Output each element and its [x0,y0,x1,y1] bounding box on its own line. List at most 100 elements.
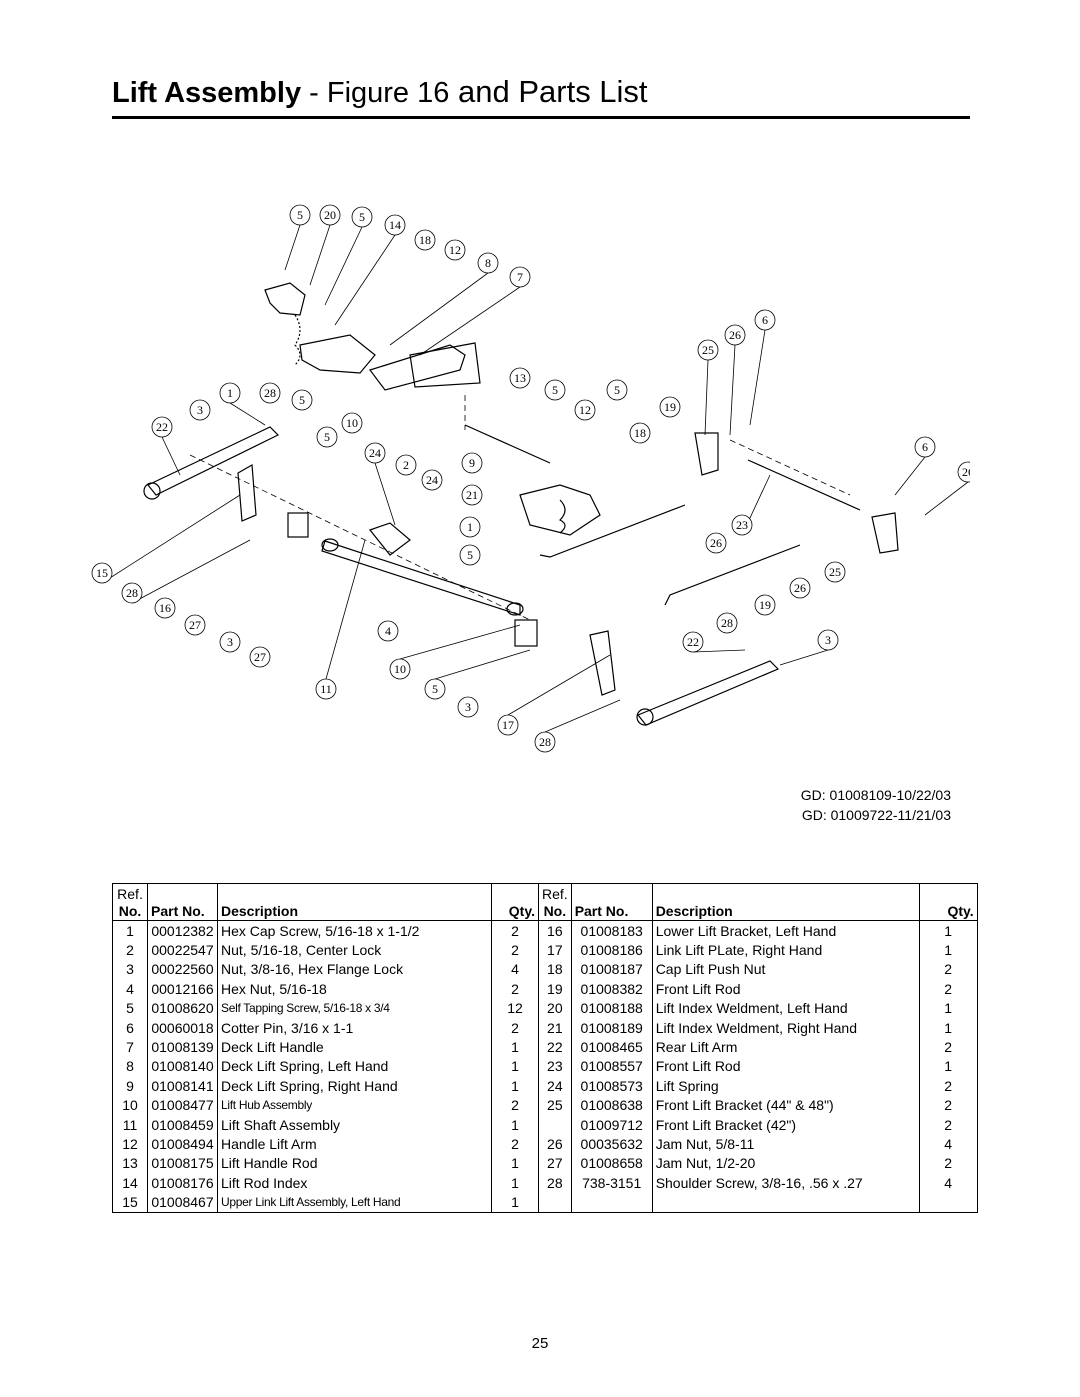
callout-4: 4 [377,620,399,642]
svg-text:12: 12 [579,403,591,417]
part-description: Deck Lift Handle [217,1037,492,1057]
lift-handle-rod [464,424,551,464]
part-ref: 24 [538,1076,572,1096]
callout-28: 28 [534,731,556,753]
part-number: 00012382 [147,920,218,941]
callout-13: 13 [509,367,531,389]
callout-28: 28 [259,382,281,404]
part-number: 01008183 [570,920,653,941]
callout-20: 20 [319,204,341,226]
callout-10: 10 [341,412,363,434]
leader-line [325,539,366,680]
front-lift-rod-long [747,459,861,511]
part-description: Front Lift Bracket (42") [651,1114,920,1135]
leader-line [389,272,489,346]
part-qty: 2 [918,1153,978,1174]
part-qty: 1 [491,1173,539,1193]
part-description: Front Lift Rod [651,979,920,999]
callout-3: 3 [219,631,241,653]
callout-5: 5 [291,389,313,411]
part-ref: 11 [112,1114,148,1135]
part-number: 01008494 [147,1134,218,1154]
callout-5: 5 [544,379,566,401]
callout-26: 26 [724,324,746,346]
part-description: Self Tapping Screw, 5/16-18 x 3/4 [217,998,492,1018]
part-qty: 4 [918,1134,978,1154]
callout-18: 18 [629,422,651,444]
rear-lift-arm-right [637,660,780,726]
lift-shaft-assembly [321,540,521,616]
leader-line [161,436,181,476]
svg-text:3: 3 [197,403,203,417]
leader-line [544,699,621,733]
svg-text:18: 18 [634,426,646,440]
svg-text:27: 27 [189,618,201,632]
leader-line [419,286,521,356]
part-ref: 7 [112,1037,148,1057]
svg-text:26: 26 [710,536,722,550]
callout-22: 22 [682,631,704,653]
part-description: Front Lift Bracket (44" & 48") [651,1095,920,1115]
svg-text:15: 15 [96,566,108,580]
part-description: Hex Cap Screw, 5/16-18 x 1-1/2 [217,920,492,941]
part-qty: 2 [918,1114,978,1135]
svg-text:24: 24 [369,446,381,460]
svg-text:5: 5 [359,210,365,224]
part-description: Lower Lift Bracket, Left Hand [651,920,920,941]
svg-text:28: 28 [264,386,276,400]
leader-line [729,344,736,436]
part-ref: 19 [538,979,572,999]
exploded-view-drawing: 5205141812876262513551219186261283225105… [91,204,970,753]
part-description: Rear Lift Arm [651,1037,920,1057]
part-qty: 4 [491,959,539,980]
svg-text:25: 25 [702,343,714,357]
part-description: Jam Nut, 5/8-11 [651,1134,920,1154]
part-number: 01008638 [570,1095,653,1115]
callout-5: 5 [424,678,446,700]
leader-line [309,224,331,286]
part-number: 01008175 [147,1153,218,1174]
handle-lift-arm [264,282,306,316]
part-qty: 2 [918,959,978,980]
callout-16: 16 [154,597,176,619]
callout-5: 5 [316,426,338,448]
callout-15: 15 [91,562,113,584]
table-header-row-2: No. Part No. Description Qty. No. Part N… [112,902,978,921]
svg-text:2: 2 [403,458,409,472]
part-description: Lift Index Weldment, Left Hand [651,998,920,1018]
part-number: 01008477 [147,1095,218,1115]
table-header-row-1: Ref. Ref. [112,883,978,902]
callout-24: 24 [364,442,386,464]
part-description: Front Lift Rod [651,1056,920,1077]
svg-text:6: 6 [762,313,768,327]
svg-text:5: 5 [552,383,558,397]
part-qty: 1 [491,1037,539,1057]
callout-10: 10 [389,658,411,680]
leader-line [334,234,396,326]
part-description: Lift Shaft Assembly [217,1114,492,1135]
svg-text:12: 12 [449,243,461,257]
part-description: Cotter Pin, 3/16 x 1-1 [217,1017,492,1038]
part-description: Lift Index Weldment, Right Hand [651,1017,920,1038]
part-number [570,1192,653,1213]
part-description: Lift Handle Rod [217,1153,492,1174]
callout-12: 12 [444,239,466,261]
svg-text:3: 3 [465,700,471,714]
part-ref: 28 [538,1173,572,1193]
leader-line [284,224,301,271]
callout-12: 12 [574,399,596,421]
svg-text:6: 6 [922,440,928,454]
part-number: 01008176 [147,1173,218,1193]
leader-line [229,402,266,426]
part-number: 738-3151 [570,1173,653,1193]
svg-text:23: 23 [736,518,748,532]
parts-list-table: Ref. Ref. No. Part No. Description Qty. … [112,883,978,1213]
part-number: 01008573 [570,1076,653,1096]
part-qty: 1 [918,1056,978,1077]
callout-28: 28 [716,612,738,634]
svg-text:3: 3 [825,633,831,647]
part-qty: 1 [918,998,978,1018]
